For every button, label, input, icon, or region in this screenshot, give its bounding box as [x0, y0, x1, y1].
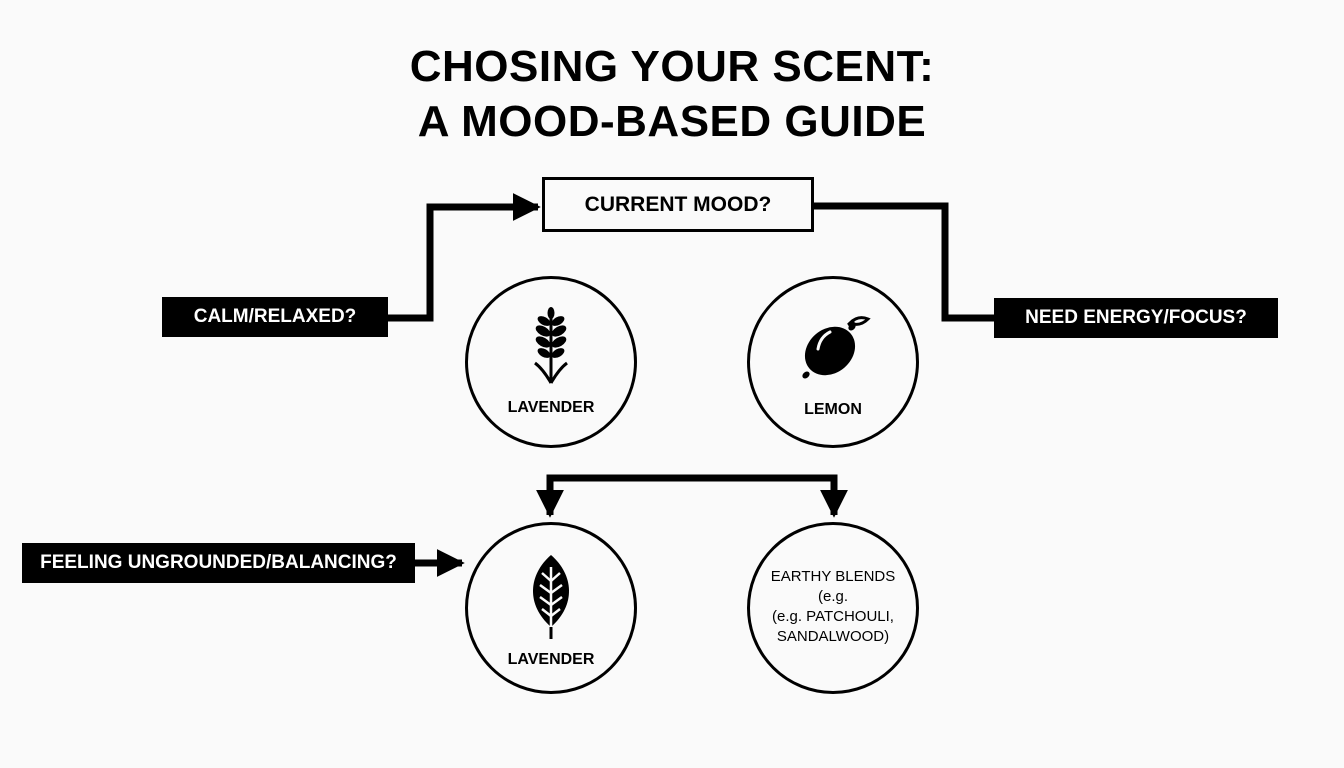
lemon-label: LEMON: [804, 401, 862, 418]
earthy-line-4: SANDALWOOD): [776, 628, 890, 645]
earthy-line-3: (e.g. PATCHOULI,: [772, 608, 894, 625]
mood-to-energy-connector: [814, 202, 996, 322]
lemon-circle: LEMON: [747, 276, 919, 448]
lavender-label-top: LAVENDER: [507, 399, 595, 416]
calm-relaxed-label: CALM/RELAXED?: [162, 297, 388, 337]
earthy-blends-circle: EARTHY BLENDS (e.g. (e.g. PATCHOULI, SAN…: [747, 522, 919, 694]
earthy-blends-text: EARTHY BLENDS (e.g. (e.g. PATCHOULI, SAN…: [750, 569, 916, 649]
earthy-line-2: (e.g.: [817, 588, 848, 605]
need-energy-focus-label: NEED ENERGY/FOCUS?: [994, 298, 1278, 338]
lavender-sprig-icon: [534, 307, 568, 384]
calm-to-mood-arrow: [388, 193, 541, 322]
lemon-icon: [802, 316, 871, 379]
title-line-2: A MOOD-BASED GUIDE: [417, 97, 927, 146]
current-mood-box: CURRENT MOOD?: [542, 177, 814, 232]
lavender-circle-top: LAVENDER: [465, 276, 637, 448]
lavender-circle-bottom: LAVENDER: [465, 522, 637, 694]
leaf-icon: [532, 555, 570, 639]
lavender-label-bottom: LAVENDER: [507, 651, 595, 668]
title-line-1: CHOSING YOUR SCENT:: [409, 42, 935, 91]
split-connector: [546, 474, 838, 512]
earthy-line-1: EARTHY BLENDS: [770, 568, 896, 585]
current-mood-label: CURRENT MOOD?: [584, 192, 772, 216]
feeling-ungrounded-label: FEELING UNGROUNDED/BALANCING?: [22, 543, 415, 583]
